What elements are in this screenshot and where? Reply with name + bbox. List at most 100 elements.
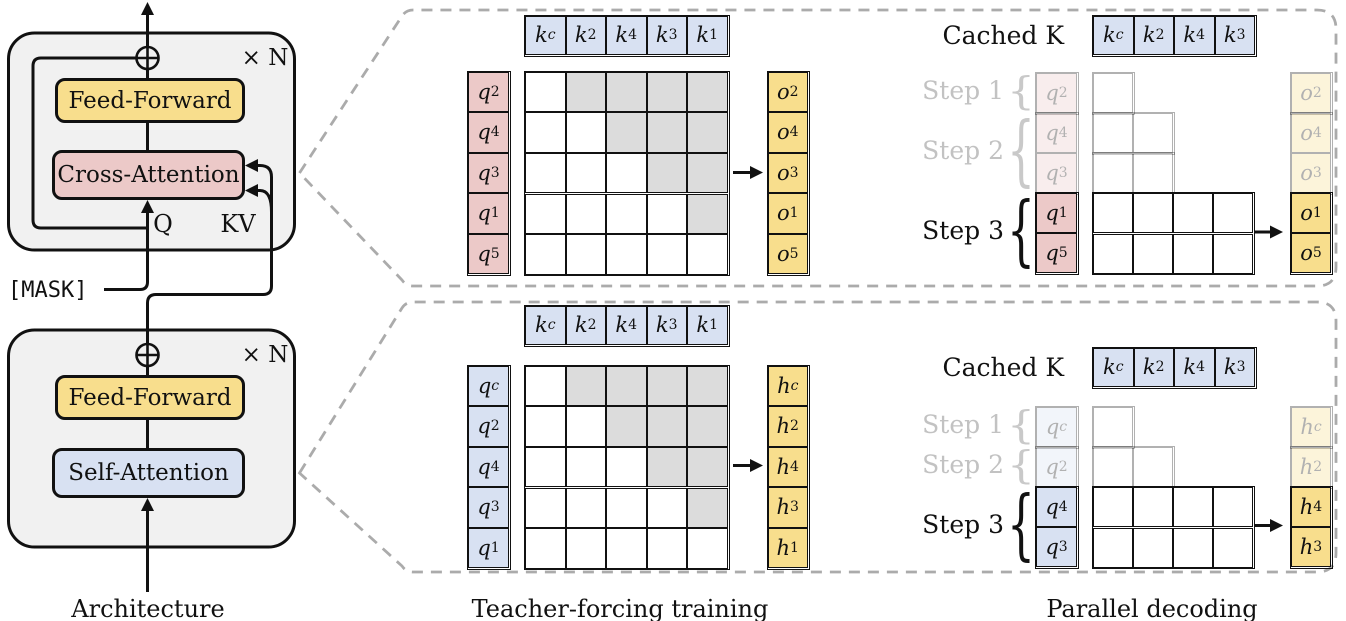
attn-cell	[525, 487, 566, 529]
feed-forward-box-top: Feed-Forward	[55, 78, 245, 123]
attn-cell	[646, 152, 687, 194]
attn-cell	[606, 406, 647, 447]
attn-cell	[525, 71, 566, 112]
attn-cell	[1133, 113, 1173, 153]
cell-strip	[1092, 152, 1175, 195]
attn-cell	[1173, 193, 1213, 233]
step-brace: {	[1007, 69, 1035, 114]
attn-cell	[565, 152, 606, 194]
attn-cell	[565, 487, 606, 529]
attn-cell	[646, 528, 687, 569]
caption-teacher-forcing: Teacher-forcing training	[471, 595, 769, 621]
attn-cell	[687, 406, 728, 447]
attn-cell	[1093, 153, 1133, 193]
attention-matrix	[524, 70, 730, 276]
attn-cell	[525, 152, 566, 194]
attention-matrix	[524, 364, 730, 570]
cached-k-label-bottom: Cached K	[942, 353, 1064, 382]
step-label: Step 3	[922, 510, 1004, 539]
attn-cell	[525, 193, 566, 235]
attn-cell	[606, 152, 647, 194]
attn-cell	[1093, 487, 1133, 527]
attn-cell	[687, 365, 728, 406]
step-label: Step 1	[922, 76, 1004, 105]
attention-matrix	[1092, 486, 1255, 569]
step-label: Step 1	[922, 410, 1004, 439]
attn-cell	[1173, 233, 1213, 274]
attn-cell	[1093, 447, 1133, 487]
attn-cell	[1173, 527, 1213, 568]
attn-cell	[1093, 73, 1133, 113]
attention-matrix	[1092, 192, 1255, 275]
attn-cell	[687, 193, 728, 235]
step-brace: {	[1007, 106, 1035, 196]
attn-cell	[1213, 193, 1253, 233]
attn-cell	[606, 487, 647, 529]
attn-cell	[646, 71, 687, 112]
repeat-label-bottom: × N	[241, 342, 289, 368]
cell-strip	[1092, 112, 1175, 155]
caption-parallel-decoding: Parallel decoding	[1046, 595, 1258, 621]
attn-cell	[687, 528, 728, 569]
attn-cell	[606, 528, 647, 569]
zoom-panel-borders	[297, 8, 1338, 574]
step-label: Step 3	[922, 216, 1004, 245]
attn-cell	[1213, 487, 1253, 527]
attn-cell	[646, 406, 687, 447]
attn-cell	[646, 234, 687, 275]
step-brace: {	[1007, 480, 1035, 570]
attn-cell	[565, 193, 606, 235]
attn-cell	[565, 446, 606, 488]
step-brace: {	[1007, 443, 1035, 488]
feed-forward-box-bottom: Feed-Forward	[55, 375, 245, 420]
mask-token-label: [MASK]	[8, 278, 88, 303]
attn-cell	[565, 234, 606, 275]
attn-cell	[646, 193, 687, 235]
attn-cell	[646, 112, 687, 153]
attn-cell	[525, 112, 566, 153]
caption-architecture: Architecture	[71, 595, 225, 621]
